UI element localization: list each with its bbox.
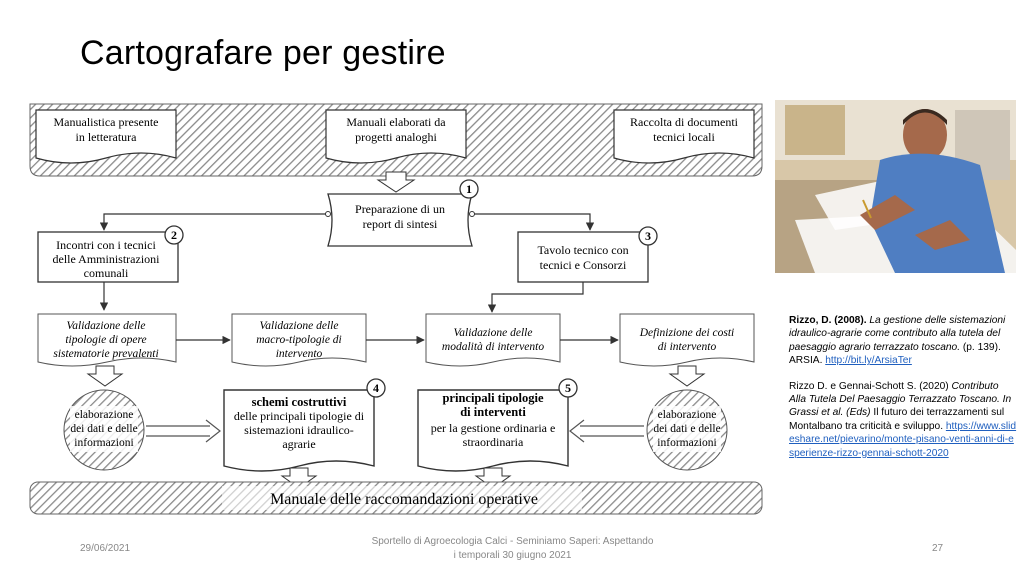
step-5-intervention-types: principali tipologie di interventi per l… xyxy=(417,378,578,472)
svg-text:Preparazione di un: Preparazione di un xyxy=(355,202,445,216)
references: Rizzo, D. (2008). La gestione delle sist… xyxy=(789,314,1017,472)
svg-text:Tavolo tecnico con: Tavolo tecnico con xyxy=(537,243,628,257)
svg-text:schemi costruttivi: schemi costruttivi xyxy=(252,395,347,409)
validation-doc-3: Validazione delle modalità di intervento xyxy=(425,313,561,367)
connector-1-3 xyxy=(472,213,595,231)
reference-2: Rizzo D. e Gennai-Schott S. (2020) Contr… xyxy=(789,380,1017,459)
svg-text:3: 3 xyxy=(645,229,651,243)
svg-text:modalità di intervento: modalità di intervento xyxy=(442,341,544,353)
svg-text:macro-tipologie di: macro-tipologie di xyxy=(256,334,342,346)
svg-text:Raccolta di documenti: Raccolta di documenti xyxy=(630,115,739,129)
svg-text:tipologie di opere: tipologie di opere xyxy=(65,334,146,346)
validation-doc-4: Definizione dei costi di intervento xyxy=(619,313,755,367)
source-doc-literature: Manualistica presente in letteratura xyxy=(35,109,177,164)
svg-text:delle principali tipologie di: delle principali tipologie di xyxy=(234,409,365,423)
svg-text:in letteratura: in letteratura xyxy=(76,130,138,144)
svg-text:informazioni: informazioni xyxy=(74,437,133,449)
svg-text:5: 5 xyxy=(565,381,571,395)
page-number: 27 xyxy=(932,543,944,554)
step-3-technical-table: Tavolo tecnico con tecnici e Consorzi 3 xyxy=(517,226,658,283)
svg-text:intervento: intervento xyxy=(276,348,323,360)
svg-text:di interventi: di interventi xyxy=(460,405,526,419)
svg-text:sistemazioni idraulico-: sistemazioni idraulico- xyxy=(244,423,354,437)
svg-text:dei dati e delle: dei dati e delle xyxy=(70,423,137,435)
svg-text:elaborazione: elaborazione xyxy=(75,409,134,421)
slide-title: Cartografare per gestire xyxy=(80,34,446,72)
reference-2-link[interactable]: https://www.slideshare.net/pievarino/mon… xyxy=(789,420,1017,459)
step-4-construction-schemes: schemi costruttivi delle principali tipo… xyxy=(223,378,386,472)
svg-text:elaborazione: elaborazione xyxy=(658,409,717,421)
svg-text:Validazione delle: Validazione delle xyxy=(454,327,533,339)
svg-text:agrarie: agrarie xyxy=(282,437,315,451)
step-1-report: Preparazione di un report di sintesi 1 xyxy=(327,179,479,247)
svg-text:di intervento: di intervento xyxy=(658,341,717,353)
source-doc-local: Raccolta di documenti tecnici locali xyxy=(613,109,755,164)
validation-doc-1: Validazione delle tipologie di opere sis… xyxy=(37,313,177,367)
svg-text:Manualistica presente: Manualistica presente xyxy=(54,115,159,129)
validation-doc-2: Validazione delle macro-tipologie di int… xyxy=(231,313,367,367)
svg-text:progetti analoghi: progetti analoghi xyxy=(355,130,437,144)
footer-center: Sportello di Agroecologia Calci - Semini… xyxy=(371,536,654,561)
svg-text:Manuali elaborati da: Manuali elaborati da xyxy=(346,115,446,129)
elaboration-circle-right: elaborazione dei dati e delle informazio… xyxy=(646,389,728,471)
svg-text:report di sintesi: report di sintesi xyxy=(363,217,438,231)
svg-text:informazioni: informazioni xyxy=(657,437,716,449)
svg-text:tecnici e Consorzi: tecnici e Consorzi xyxy=(540,258,627,272)
workflow-diagram: Manualistica presente in letteratura Man… xyxy=(29,103,763,515)
reference-1: Rizzo, D. (2008). La gestione delle sist… xyxy=(789,315,1006,367)
svg-text:delle Amministrazioni: delle Amministrazioni xyxy=(53,252,161,266)
band-down-arrow xyxy=(376,171,416,193)
svg-text:principali tipologie: principali tipologie xyxy=(442,391,544,405)
svg-text:dei dati e delle: dei dati e delle xyxy=(653,423,720,435)
svg-text:straordinaria: straordinaria xyxy=(463,435,524,449)
manual-label: Manuale delle raccomandazioni operative xyxy=(270,491,538,508)
connector-1-2 xyxy=(99,213,328,231)
footer-date: 29/06/2021 xyxy=(80,543,131,554)
svg-text:4: 4 xyxy=(373,381,379,395)
source-doc-projects: Manuali elaborati da progetti analoghi xyxy=(325,109,467,164)
svg-text:1: 1 xyxy=(466,182,472,196)
svg-text:Incontri con i tecnici: Incontri con i tecnici xyxy=(56,238,156,252)
reference-1-link[interactable]: http://bit.ly/ArsiaTer xyxy=(825,355,912,367)
svg-text:Definizione dei costi: Definizione dei costi xyxy=(639,327,735,339)
svg-text:2: 2 xyxy=(171,228,177,242)
step-2-meetings: Incontri con i tecnici delle Amministraz… xyxy=(37,225,184,283)
svg-text:sistematorie prevalenti: sistematorie prevalenti xyxy=(53,348,158,360)
photo-man-drawing-map xyxy=(775,100,1016,273)
svg-text:per la gestione ordinaria e: per la gestione ordinaria e xyxy=(431,421,556,435)
svg-text:comunali: comunali xyxy=(84,266,129,280)
svg-text:tecnici locali: tecnici locali xyxy=(653,130,715,144)
svg-text:Validazione delle: Validazione delle xyxy=(260,320,339,332)
elaboration-circle-left: elaborazione dei dati e delle informazio… xyxy=(63,389,145,471)
svg-text:Validazione delle: Validazione delle xyxy=(67,320,146,332)
